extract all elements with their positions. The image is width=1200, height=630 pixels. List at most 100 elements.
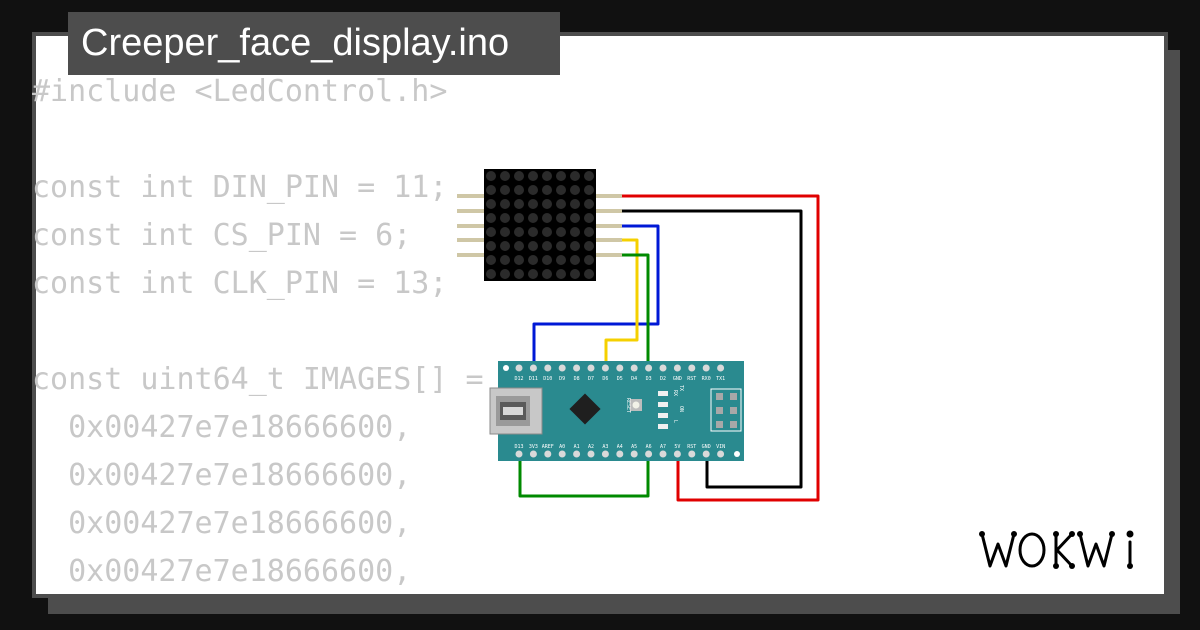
code-line: 0x00427e7e18666600, bbox=[32, 554, 412, 589]
header-pin[interactable] bbox=[601, 364, 609, 372]
matrix-led bbox=[528, 255, 538, 265]
matrix-led bbox=[542, 213, 552, 223]
matrix-led bbox=[486, 171, 496, 181]
code-line: const int CS_PIN = 6; bbox=[32, 218, 412, 253]
code-card bbox=[32, 32, 1168, 598]
header-pin[interactable] bbox=[688, 450, 696, 458]
header-pin[interactable] bbox=[659, 450, 667, 458]
header-pin[interactable] bbox=[616, 364, 624, 372]
matrix-led bbox=[500, 185, 510, 195]
header-pin[interactable] bbox=[515, 364, 523, 372]
matrix-led bbox=[542, 227, 552, 237]
code-editor[interactable]: #include <LedControl.h> const int DIN_PIN… bbox=[32, 68, 520, 596]
matrix-led bbox=[486, 213, 496, 223]
header-pin[interactable] bbox=[673, 364, 681, 372]
file-tab-title[interactable]: Creeper_face_display.ino bbox=[68, 12, 560, 75]
matrix-led bbox=[500, 199, 510, 209]
led-label-on: ON bbox=[678, 406, 684, 412]
matrix-led bbox=[584, 255, 594, 265]
header-pin[interactable] bbox=[573, 450, 581, 458]
header-pin[interactable] bbox=[544, 364, 552, 372]
matrix-led bbox=[556, 213, 566, 223]
led-matrix-module[interactable] bbox=[457, 169, 622, 281]
code-line: 0x00427e7e18666600, bbox=[32, 458, 412, 493]
header-pin[interactable] bbox=[645, 450, 653, 458]
matrix-led bbox=[542, 199, 552, 209]
header-pin[interactable] bbox=[573, 364, 581, 372]
matrix-led bbox=[486, 241, 496, 251]
pin-label: A4 bbox=[617, 444, 623, 450]
header-pin[interactable] bbox=[702, 450, 710, 458]
matrix-led bbox=[514, 199, 524, 209]
matrix-led bbox=[514, 241, 524, 251]
header-pin[interactable] bbox=[587, 364, 595, 372]
header-pin[interactable] bbox=[601, 450, 609, 458]
reset-button[interactable] bbox=[630, 399, 642, 411]
pin-label: D5 bbox=[617, 376, 623, 382]
pin-label: D3 bbox=[646, 376, 652, 382]
code-line: 0x00427e7e18666600, bbox=[32, 410, 412, 445]
pin-label: D6 bbox=[602, 376, 608, 382]
pin-label: D8 bbox=[574, 376, 580, 382]
pin-label: 3V3 bbox=[529, 444, 538, 450]
matrix-led bbox=[570, 269, 580, 279]
pin-label: A2 bbox=[588, 444, 594, 450]
wire-clk[interactable] bbox=[518, 253, 650, 498]
pin-label: RST bbox=[687, 444, 696, 450]
matrix-led bbox=[556, 269, 566, 279]
wire-vcc[interactable] bbox=[620, 194, 820, 502]
matrix-led bbox=[570, 213, 580, 223]
matrix-led bbox=[584, 227, 594, 237]
pin-label: D9 bbox=[559, 376, 565, 382]
status-leds bbox=[658, 391, 668, 429]
header-pin[interactable] bbox=[616, 450, 624, 458]
header-pin[interactable] bbox=[659, 364, 667, 372]
header-pin[interactable] bbox=[558, 450, 566, 458]
header-pin[interactable] bbox=[529, 450, 537, 458]
mount-hole bbox=[503, 365, 509, 371]
pin-label: A5 bbox=[631, 444, 637, 450]
matrix-led bbox=[528, 227, 538, 237]
matrix-led bbox=[500, 269, 510, 279]
matrix-led bbox=[514, 227, 524, 237]
matrix-led bbox=[500, 171, 510, 181]
code-line: const int DIN_PIN = 11; bbox=[32, 170, 448, 205]
wire-gnd[interactable] bbox=[620, 209, 803, 489]
pin-label: D13 bbox=[514, 444, 523, 450]
matrix-led bbox=[584, 171, 594, 181]
header-pin[interactable] bbox=[702, 364, 710, 372]
code-line: #include <LedControl.h> bbox=[32, 74, 448, 109]
wire-din[interactable] bbox=[532, 224, 660, 368]
matrix-led bbox=[556, 199, 566, 209]
header-pin[interactable] bbox=[515, 450, 523, 458]
pin-label: A1 bbox=[574, 444, 580, 450]
header-pin[interactable] bbox=[630, 450, 638, 458]
matrix-led bbox=[584, 241, 594, 251]
matrix-led bbox=[500, 255, 510, 265]
header-pin[interactable] bbox=[717, 364, 725, 372]
matrix-led bbox=[486, 269, 496, 279]
header-pin[interactable] bbox=[630, 364, 638, 372]
matrix-led bbox=[570, 255, 580, 265]
header-pin[interactable] bbox=[544, 450, 552, 458]
microcontroller-chip bbox=[569, 393, 601, 425]
header-pin[interactable] bbox=[587, 450, 595, 458]
code-line: const int CLK_PIN = 13; bbox=[32, 266, 448, 301]
matrix-body bbox=[484, 169, 596, 281]
pin-label: GND bbox=[702, 444, 711, 450]
header-pin[interactable] bbox=[673, 450, 681, 458]
header-pin[interactable] bbox=[558, 364, 566, 372]
matrix-led bbox=[514, 255, 524, 265]
matrix-pins-left bbox=[457, 194, 485, 257]
header-pin[interactable] bbox=[717, 450, 725, 458]
header-pin[interactable] bbox=[529, 364, 537, 372]
header-pin[interactable] bbox=[645, 364, 653, 372]
matrix-led bbox=[486, 227, 496, 237]
pin-label: A3 bbox=[602, 444, 608, 450]
matrix-led bbox=[570, 199, 580, 209]
pin-label: A7 bbox=[660, 444, 666, 450]
header-pin[interactable] bbox=[688, 364, 696, 372]
wire-cs[interactable] bbox=[604, 238, 639, 368]
pin-label: D11 bbox=[529, 376, 538, 382]
